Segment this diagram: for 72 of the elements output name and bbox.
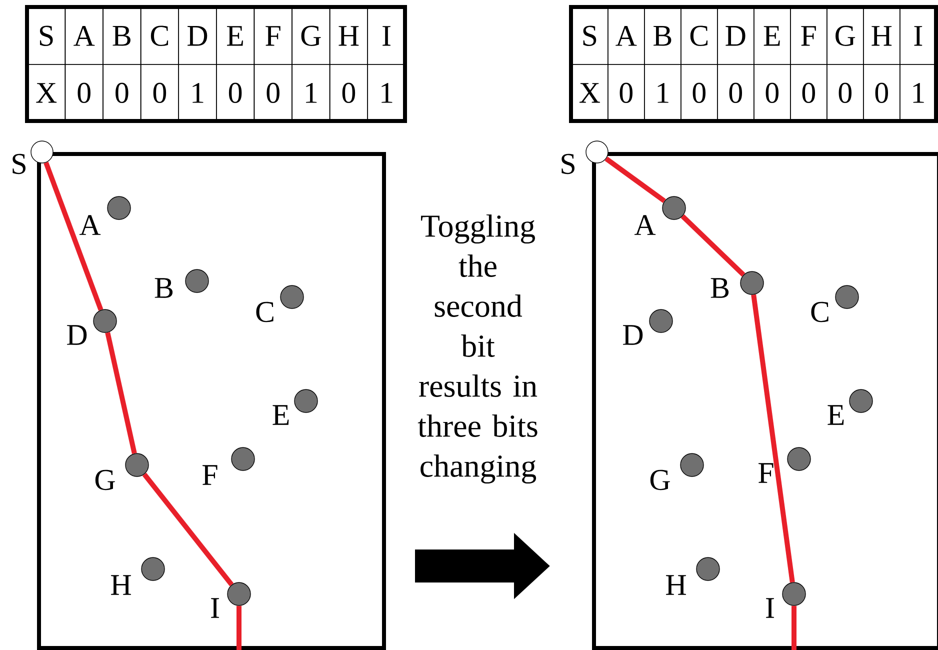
table-cell: D xyxy=(717,7,754,65)
table-cell: 1 xyxy=(367,64,406,122)
table-cell: 0 xyxy=(680,64,718,122)
table-cell: 0 xyxy=(608,64,645,122)
panel-frame xyxy=(37,152,386,650)
table-cell: G xyxy=(826,7,864,65)
table-cell: 0 xyxy=(64,64,104,122)
node-label: S xyxy=(562,154,574,174)
table-cell: A xyxy=(608,7,645,65)
path-line xyxy=(751,294,795,583)
table-cell: X xyxy=(571,64,608,122)
node-label: B xyxy=(710,278,729,298)
node-label: G xyxy=(95,470,115,490)
node-label: I xyxy=(766,598,774,618)
table-cell: 0 xyxy=(754,64,791,122)
table-cell: 0 xyxy=(254,64,292,122)
path-line xyxy=(142,472,234,586)
table-cell: 0 xyxy=(140,64,179,122)
node-label: C xyxy=(811,302,828,322)
node-label: H xyxy=(666,575,686,595)
node-label: D xyxy=(623,325,643,345)
start-point: S xyxy=(12,140,54,174)
table-cell: 0 xyxy=(790,64,828,122)
node-label: H xyxy=(111,575,131,595)
node-label: E xyxy=(272,405,289,425)
path-line xyxy=(792,606,796,650)
table-cell: 0 xyxy=(863,64,900,122)
node-label: F xyxy=(202,465,218,485)
table-cell: H xyxy=(329,7,368,65)
table-cell: I xyxy=(367,7,406,65)
table-cell: I xyxy=(900,7,937,65)
table-cell: X xyxy=(27,64,66,122)
table-cell: F xyxy=(790,7,828,65)
node-label: A xyxy=(634,215,656,235)
table-cell: E xyxy=(754,7,791,65)
table-cell: 0 xyxy=(216,64,255,122)
node-label: I xyxy=(211,598,219,618)
table-cell: D xyxy=(178,7,217,65)
node-label: G xyxy=(650,470,670,490)
table-cell: B xyxy=(644,7,682,65)
node-label: B xyxy=(154,278,173,298)
path-line xyxy=(680,214,746,277)
table-cell: A xyxy=(64,7,104,65)
table-cell: C xyxy=(140,7,179,65)
label: S xyxy=(583,26,596,46)
start-point: S xyxy=(562,140,608,174)
node-label: A xyxy=(79,215,101,235)
table-cell: F xyxy=(254,7,292,65)
path-line xyxy=(44,162,104,311)
label: S xyxy=(40,26,53,46)
table-cell: 0 xyxy=(329,64,368,122)
table-cell: 0 xyxy=(826,64,864,122)
node-label: D xyxy=(67,325,87,345)
table-cell: 1 xyxy=(644,64,682,122)
table-cell: 0 xyxy=(102,64,142,122)
table-cell: B xyxy=(102,7,142,65)
node-label: E xyxy=(828,405,844,425)
table-cell: C xyxy=(680,7,718,65)
table-cell: H xyxy=(863,7,900,65)
table-cell: 1 xyxy=(900,64,937,122)
edge-label: Toggling the second bit results in three bits changing xyxy=(418,214,538,484)
table-cell: 0 xyxy=(717,64,754,122)
table-cell: 1 xyxy=(178,64,217,122)
node-label: S xyxy=(12,154,26,174)
path-line xyxy=(105,332,137,454)
node-label: C xyxy=(256,302,274,322)
table-cell: E xyxy=(216,7,255,65)
table-cell: G xyxy=(292,7,330,65)
panel-frame xyxy=(592,152,938,650)
path-line xyxy=(236,606,242,650)
table-cell: 1 xyxy=(292,64,330,122)
node-label: F xyxy=(758,463,774,483)
